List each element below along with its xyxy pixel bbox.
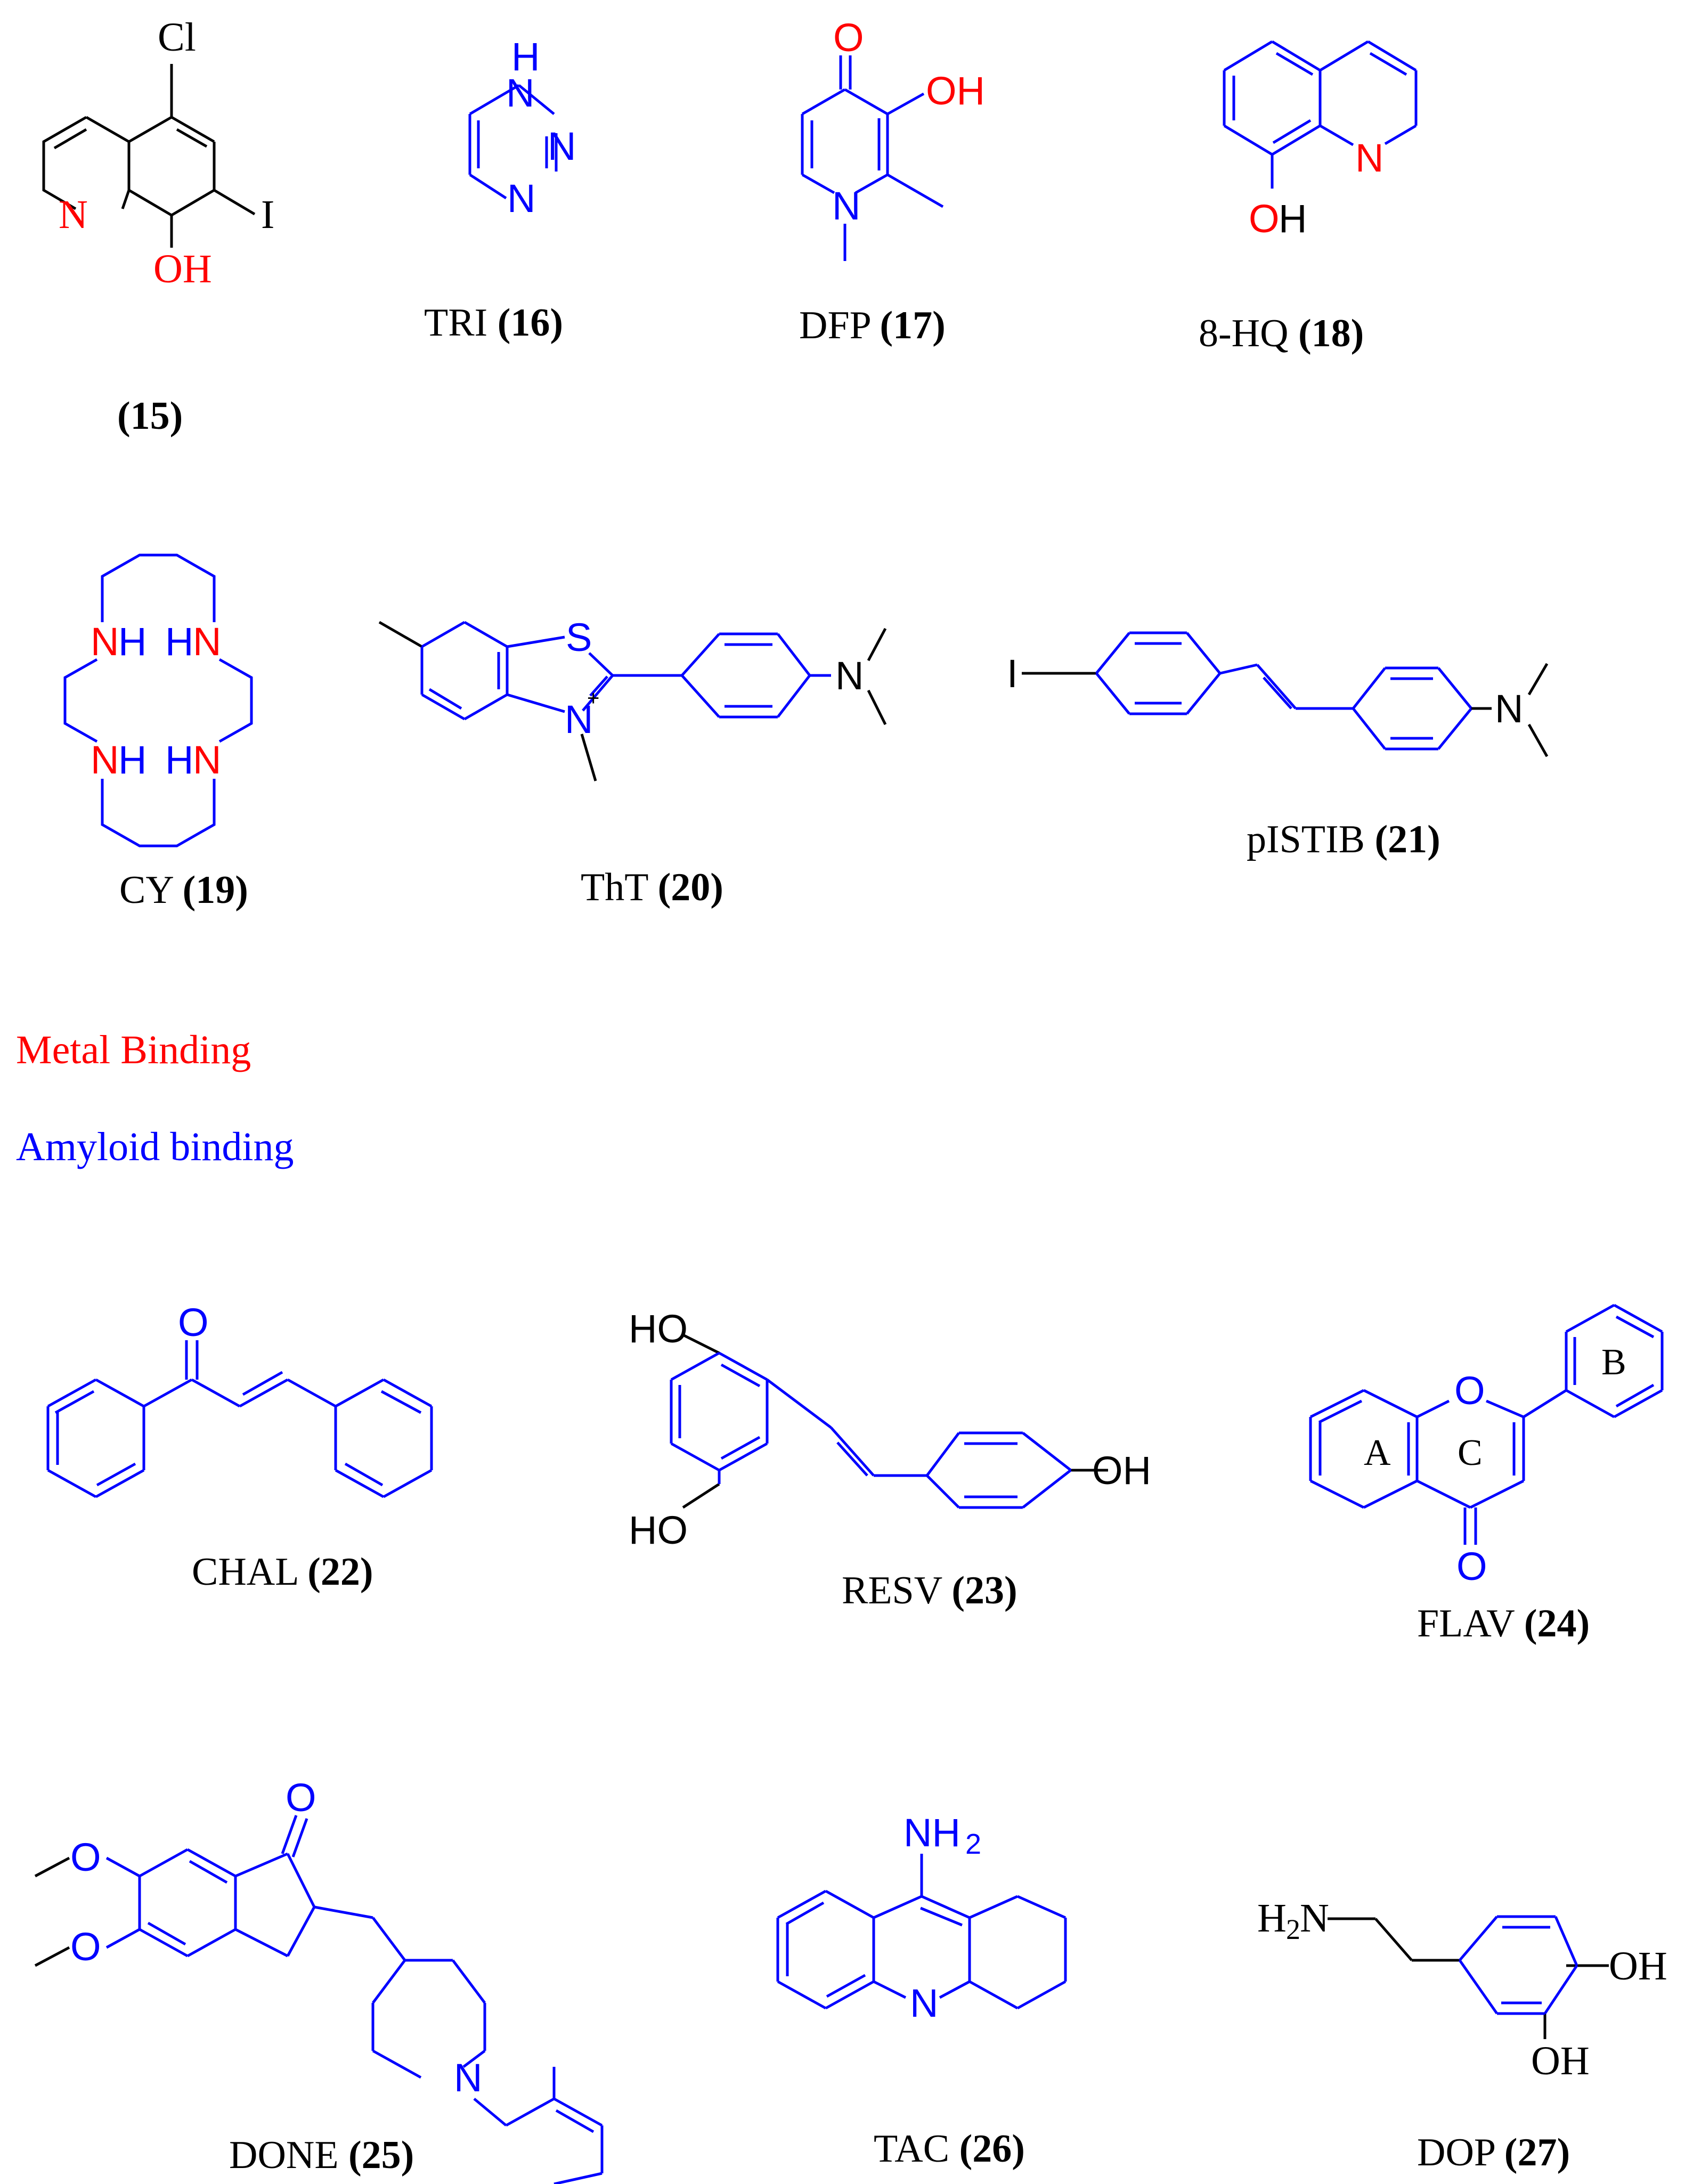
compound-17-abbr: DFP bbox=[799, 304, 870, 347]
compound-24-ring-b: B bbox=[1601, 1342, 1626, 1383]
compound-21-caption: pISTIB (21) bbox=[1247, 818, 1440, 861]
compound-21-n-atom: N bbox=[1495, 687, 1523, 731]
compound-26-caption: TAC (26) bbox=[874, 2127, 1025, 2171]
compound-19-n1-atom: N bbox=[91, 620, 119, 664]
compound-24-o-keto: O bbox=[1456, 1544, 1487, 1588]
compound-16-caption: TRI (16) bbox=[424, 301, 563, 345]
compound-17-n-atom: N bbox=[832, 184, 860, 228]
compound-20-abbr: ThT bbox=[581, 866, 648, 909]
compound-20-n-atom: N bbox=[565, 697, 593, 741]
legend-amyloid-binding: Amyloid binding bbox=[16, 1124, 294, 1169]
compound-20-structure bbox=[378, 621, 887, 781]
compound-15-caption: (15) bbox=[117, 394, 183, 438]
compound-27-caption: DOP (27) bbox=[1417, 2131, 1570, 2174]
compound-18-o-atom: O bbox=[1249, 197, 1280, 241]
compound-19-h4-atom: H bbox=[165, 738, 193, 782]
compound-18-structure bbox=[1223, 40, 1418, 189]
compound-27-oh-bottom: OH bbox=[1531, 2039, 1590, 2083]
compound-15-n-atom: N bbox=[59, 192, 88, 237]
compound-21-structure bbox=[1022, 631, 1549, 757]
compound-20-nme2-atom: N bbox=[835, 654, 864, 698]
compound-19-structure bbox=[63, 553, 253, 847]
compound-23-abbr: RESV bbox=[842, 1569, 942, 1612]
compound-23-structure bbox=[670, 1333, 1108, 1509]
compound-22-caption: CHAL (22) bbox=[192, 1550, 373, 1594]
compound-17-structure bbox=[801, 55, 944, 261]
compound-26-nh-subscript: 2 bbox=[965, 1828, 981, 1860]
compound-22-o-atom: O bbox=[178, 1300, 209, 1344]
compound-24-ring-c: C bbox=[1458, 1432, 1483, 1473]
compound-19-h1-atom: H bbox=[118, 620, 146, 664]
compound-19-n2-atom: N bbox=[193, 620, 221, 664]
compound-26-abbr: TAC bbox=[874, 2127, 949, 2171]
compound-23-ho-top: HO bbox=[629, 1307, 688, 1351]
compound-21-abbr: pISTIB bbox=[1247, 818, 1365, 861]
compound-16-n1-atom: N bbox=[506, 71, 534, 115]
compound-20-s-atom: S bbox=[566, 615, 592, 659]
legend-metal-binding: Metal Binding bbox=[16, 1028, 251, 1072]
compound-25-structure bbox=[34, 1815, 604, 2184]
compound-24-o-ring: O bbox=[1454, 1368, 1485, 1413]
compound-24-abbr: FLAV bbox=[1417, 1602, 1515, 1645]
compound-17-caption: DFP (17) bbox=[799, 304, 946, 347]
compound-22-abbr: CHAL bbox=[192, 1550, 298, 1594]
compound-18-h-atom: H bbox=[1279, 197, 1307, 241]
compound-19-n4-atom: N bbox=[193, 738, 221, 782]
compound-15-i-atom: I bbox=[261, 192, 274, 237]
compound-21-i-atom: I bbox=[1007, 651, 1018, 696]
compound-17-oh-atom: OH bbox=[926, 69, 985, 113]
compound-26-n-atom: N bbox=[910, 1981, 938, 2025]
compound-16-structure bbox=[468, 84, 558, 200]
compound-23-ho-bottom: HO bbox=[629, 1508, 688, 1552]
compound-24-structure bbox=[1309, 1303, 1664, 1545]
compound-27-structure bbox=[1328, 1915, 1609, 2039]
compound-27-oh-right: OH bbox=[1609, 1944, 1667, 1989]
compound-19-caption: CY (19) bbox=[119, 868, 248, 912]
compound-25-o-methoxy2: O bbox=[70, 1925, 101, 1969]
compound-16-n2-atom: N bbox=[548, 124, 576, 168]
compound-19-n3-atom: N bbox=[91, 738, 119, 782]
compound-23-oh-atom: OH bbox=[1092, 1448, 1151, 1493]
compound-18-abbr: 8-HQ bbox=[1199, 312, 1289, 355]
compound-16-abbr: TRI bbox=[424, 301, 487, 345]
compound-15-oh-atom: OH bbox=[153, 247, 212, 291]
compound-24-caption: FLAV (24) bbox=[1417, 1602, 1590, 1645]
compound-19-abbr: CY bbox=[119, 868, 173, 912]
compound-23-caption: RESV (23) bbox=[842, 1569, 1018, 1612]
compound-24-ring-a: A bbox=[1364, 1432, 1391, 1473]
compound-17-o-atom: O bbox=[833, 15, 864, 60]
compound-25-caption: DONE (25) bbox=[229, 2133, 414, 2177]
compound-19-h2-atom: H bbox=[165, 620, 193, 664]
compound-15-cl-atom: Cl bbox=[158, 15, 196, 60]
compound-22-structure bbox=[46, 1340, 433, 1498]
compound-19-h3-atom: H bbox=[118, 738, 146, 782]
compound-25-abbr: DONE bbox=[229, 2133, 339, 2177]
compound-27-n-atom: N bbox=[1300, 1896, 1329, 1941]
compound-25-o-methoxy1: O bbox=[70, 1835, 101, 1879]
compound-16-nh-h: H bbox=[511, 35, 540, 79]
compound-18-n-atom: N bbox=[1355, 136, 1383, 180]
compound-16-n3-atom: N bbox=[507, 176, 535, 221]
compound-25-n-atom: N bbox=[454, 2056, 482, 2100]
compound-26-nh-atom: NH bbox=[904, 1811, 961, 1855]
compound-25-o-top: O bbox=[286, 1775, 316, 1820]
compound-26-structure bbox=[776, 1854, 1067, 2010]
compound-27-h-subscript: 2 bbox=[1286, 1913, 1300, 1945]
compound-20-caption: ThT (20) bbox=[581, 866, 723, 909]
compound-27-h-atom: H bbox=[1257, 1896, 1287, 1941]
compound-27-abbr: DOP bbox=[1417, 2131, 1495, 2174]
compound-18-caption: 8-HQ (18) bbox=[1199, 312, 1364, 355]
compound-20-charge: + bbox=[587, 687, 599, 710]
compound-15-structure bbox=[42, 64, 256, 248]
